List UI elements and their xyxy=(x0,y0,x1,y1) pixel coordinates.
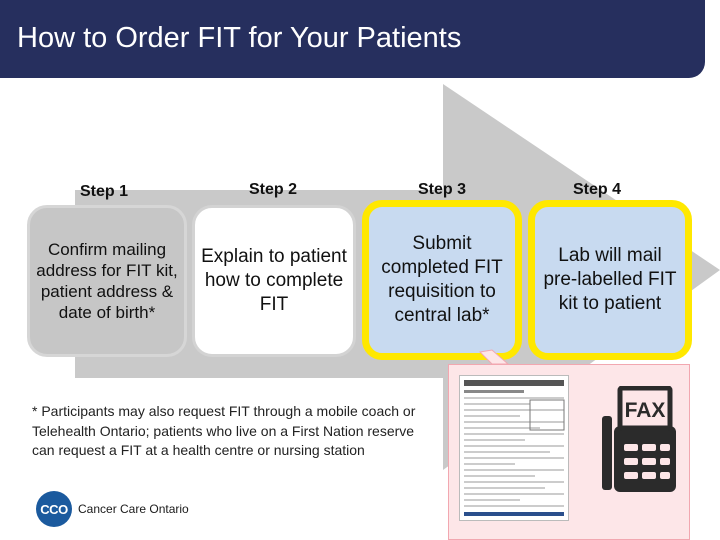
step-1-text: Confirm mailing address for FIT kit, pat… xyxy=(36,240,178,322)
fax-label: FAX xyxy=(625,399,666,422)
cco-logo: CCO Cancer Care Ontario xyxy=(36,491,189,527)
step-3-text: Submit completed FIT requisition to cent… xyxy=(381,233,503,326)
step-1-label: Step 1 xyxy=(80,183,129,200)
requisition-form-image xyxy=(459,375,569,521)
form-lines-graphic xyxy=(464,380,565,516)
step-4-label: Step 4 xyxy=(573,181,622,198)
step-4-text: Lab will mail pre-labelled FIT kit to pa… xyxy=(543,245,677,314)
step-4-box: Lab will mail pre-labelled FIT kit to pa… xyxy=(528,200,692,360)
cco-logo-mark: CCO xyxy=(36,491,72,527)
step-1-box: Confirm mailing address for FIT kit, pat… xyxy=(27,205,187,357)
step-3-box: Submit completed FIT requisition to cent… xyxy=(362,200,522,360)
fax-machine-icon: FAX xyxy=(602,386,676,492)
footnote: * Participants may also request FIT thro… xyxy=(32,403,416,458)
title-bar: How to Order FIT for Your Patients xyxy=(0,0,705,78)
step-2-box: Explain to patient how to complete FIT xyxy=(192,205,356,357)
step-3-label: Step 3 xyxy=(418,181,467,198)
step-2-text: Explain to patient how to complete FIT xyxy=(201,246,347,315)
step-2-label: Step 2 xyxy=(249,181,298,198)
cco-logo-text: Cancer Care Ontario xyxy=(78,502,189,516)
slide-title: How to Order FIT for Your Patients xyxy=(17,22,462,54)
